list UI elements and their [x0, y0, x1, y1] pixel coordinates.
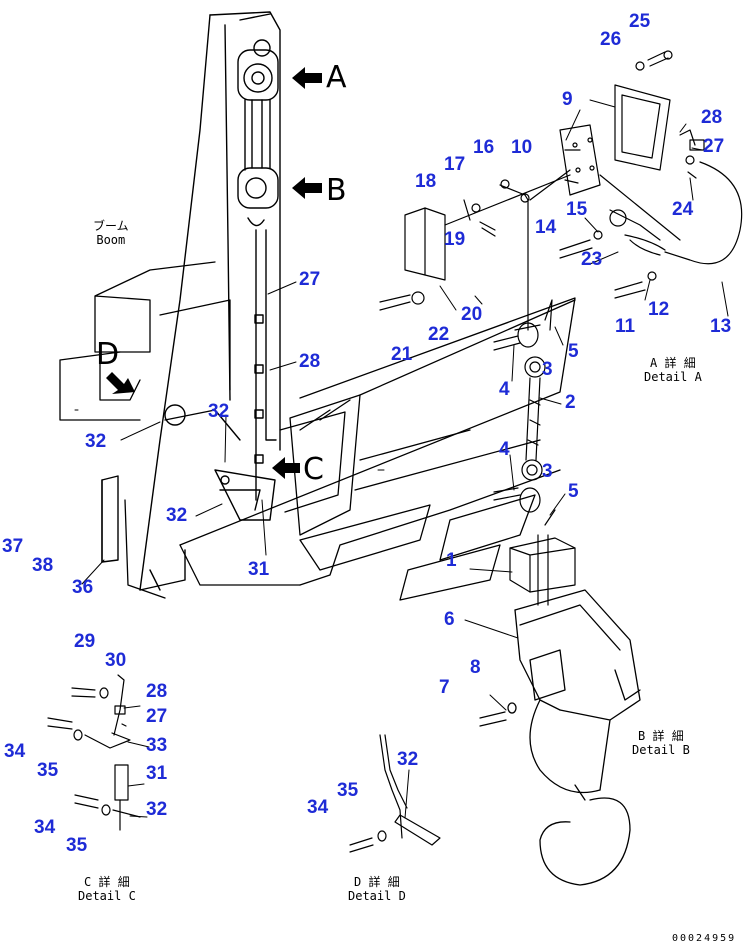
- boom-label-en: Boom: [96, 232, 126, 247]
- chain-assembly: [493, 299, 576, 606]
- callout-9: 9: [562, 89, 573, 110]
- cable-dashes: [74, 409, 385, 471]
- callout-5-a: 5: [568, 341, 579, 362]
- callout-30: 30: [105, 650, 127, 671]
- detail-d-label-en: Detail D: [348, 888, 406, 903]
- callout-4-a: 4: [499, 379, 510, 400]
- detail-d-label-jp: D 詳 細: [354, 875, 400, 889]
- callout-34-a: 34: [4, 741, 26, 762]
- callout-33: 33: [146, 735, 168, 756]
- callout-12: 12: [648, 299, 670, 320]
- view-label-d: D: [96, 337, 120, 372]
- callout-18: 18: [415, 171, 437, 192]
- detail-b-label: B 詳 細 Detail B: [632, 729, 690, 758]
- view-label-a: A: [326, 60, 347, 95]
- callout-35-c: 35: [337, 780, 359, 801]
- callout-19: 19: [444, 229, 466, 250]
- callout-32-b: 32: [85, 431, 107, 452]
- callout-7: 7: [439, 677, 450, 698]
- detail-a-label-jp: A 詳 細: [650, 356, 696, 370]
- callout-3-b: 3: [542, 461, 553, 482]
- callout-8: 8: [470, 657, 481, 678]
- callout-20: 20: [461, 304, 483, 325]
- view-arrows: [106, 67, 322, 479]
- detail-d-label: D 詳 細 Detail D: [348, 875, 406, 904]
- callout-21: 21: [391, 344, 413, 365]
- callout-16: 16: [473, 137, 495, 158]
- detail-b-hook: [479, 589, 641, 886]
- callout-4-b: 4: [499, 439, 510, 460]
- callout-15: 15: [566, 199, 588, 220]
- arrow-a-icon: [292, 67, 322, 89]
- arrow-b-icon: [292, 177, 322, 199]
- callout-23: 23: [581, 249, 603, 270]
- detail-c-drawing: [47, 674, 141, 831]
- callout-38: 38: [32, 555, 54, 576]
- callout-28-b: 28: [299, 351, 321, 372]
- detail-a-drawing: [379, 50, 743, 331]
- callout-35-b: 35: [66, 835, 88, 856]
- callout-31-b: 31: [146, 763, 168, 784]
- callout-11: 11: [615, 316, 636, 337]
- callout-5-b: 5: [568, 481, 579, 502]
- callout-28-a: 28: [701, 107, 723, 128]
- detail-a-label: A 詳 細 Detail A: [644, 356, 702, 385]
- detail-d-drawing: [349, 734, 441, 853]
- detail-c-label-jp: C 詳 細: [84, 875, 130, 889]
- machine-body: [59, 261, 576, 601]
- callout-6: 6: [444, 609, 455, 630]
- callout-32-a: 32: [208, 401, 230, 422]
- document-number: 00024959: [672, 933, 737, 944]
- callout-29: 29: [74, 631, 96, 652]
- callout-27-b: 27: [299, 269, 321, 290]
- callout-22: 22: [428, 324, 450, 345]
- callout-36: 36: [72, 577, 94, 598]
- callout-37: 37: [2, 536, 24, 557]
- arrow-c-icon: [272, 457, 300, 479]
- detail-a-label-en: Detail A: [644, 369, 702, 384]
- callout-25: 25: [629, 11, 651, 32]
- view-label-b: B: [326, 173, 347, 208]
- detail-c-label: C 詳 細 Detail C: [78, 875, 136, 904]
- boom-label: ブーム Boom: [93, 219, 129, 248]
- view-label-c: C: [303, 452, 324, 487]
- callout-27-c: 27: [146, 706, 168, 727]
- callout-35-a: 35: [37, 760, 59, 781]
- callout-34-c: 34: [307, 797, 329, 818]
- arrow-d-icon: [106, 372, 135, 394]
- callout-32-d: 32: [146, 799, 168, 820]
- callout-34-b: 34: [34, 817, 56, 838]
- callout-32-c: 32: [166, 505, 188, 526]
- callout-10: 10: [511, 137, 533, 158]
- boom-assembly: [101, 11, 281, 591]
- callout-27-a: 27: [703, 136, 725, 157]
- detail-b-label-jp: B 詳 細: [638, 729, 684, 743]
- callout-2: 2: [565, 392, 576, 413]
- callout-32-e: 32: [397, 749, 419, 770]
- callout-3-a: 3: [542, 359, 553, 380]
- callout-1: 1: [446, 550, 457, 571]
- callout-26: 26: [600, 29, 622, 50]
- callout-24: 24: [672, 199, 694, 220]
- detail-b-label-en: Detail B: [632, 742, 690, 757]
- callout-14: 14: [535, 217, 557, 238]
- callout-17: 17: [444, 154, 466, 175]
- detail-c-label-en: Detail C: [78, 888, 136, 903]
- callout-13: 13: [710, 316, 732, 337]
- callout-31-a: 31: [248, 559, 270, 580]
- leader-lines: [81, 99, 729, 819]
- boom-label-jp: ブーム: [93, 219, 129, 233]
- callout-28-c: 28: [146, 681, 168, 702]
